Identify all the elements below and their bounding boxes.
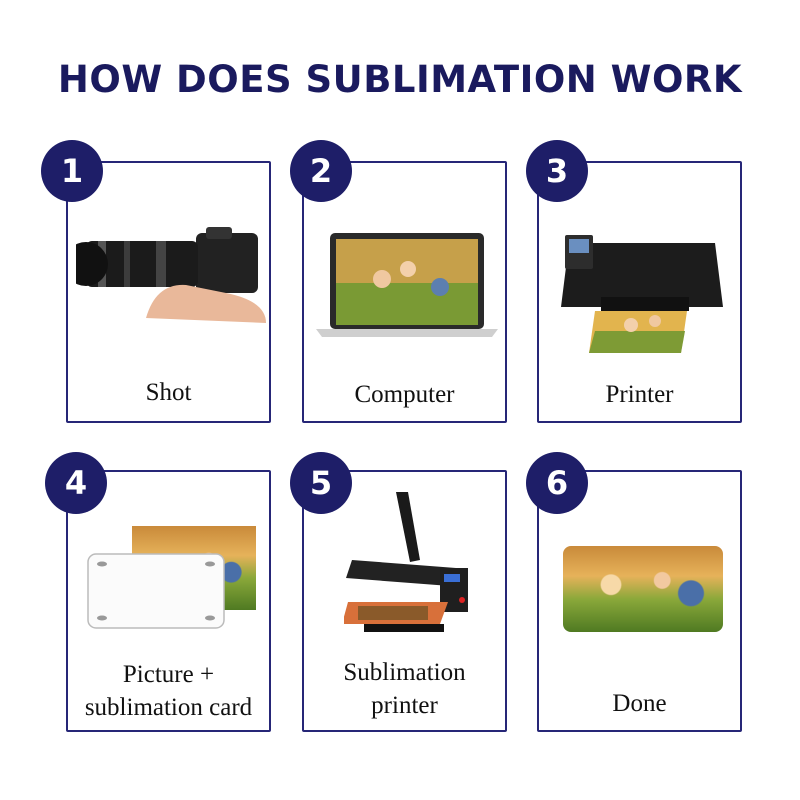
step-label-line2: sublimation card: [68, 693, 269, 723]
heat-press-icon: [344, 490, 484, 654]
step-label: Shot: [68, 378, 269, 408]
step-card-computer: Computer: [302, 161, 507, 423]
step-number-badge: 6: [526, 452, 588, 514]
step-label: Done: [539, 689, 740, 719]
finished-plate-image: [563, 546, 723, 632]
step-number-badge: 2: [290, 140, 352, 202]
step-label: Printer: [539, 380, 740, 410]
step-number-badge: 1: [41, 140, 103, 202]
step-label-line2: printer: [304, 691, 505, 721]
step-number-badge: 5: [290, 452, 352, 514]
step-label-line1: Sublimation: [304, 658, 505, 688]
printer-icon: [555, 227, 725, 361]
laptop-icon: [312, 231, 502, 345]
step-label: Computer: [304, 380, 505, 410]
step-number-badge: 3: [526, 140, 588, 202]
page-title: HOW DOES SUBLIMATION WORK: [0, 58, 800, 101]
step-card-picture-card: Picture + sublimation card: [66, 470, 271, 732]
camera-icon: [76, 223, 266, 327]
step-card-shot: Shot: [66, 161, 271, 423]
step-card-printer: Printer: [537, 161, 742, 423]
step-number-badge: 4: [45, 452, 107, 514]
step-label-line1: Picture +: [68, 660, 269, 690]
blank-plate-icon: [86, 552, 226, 634]
